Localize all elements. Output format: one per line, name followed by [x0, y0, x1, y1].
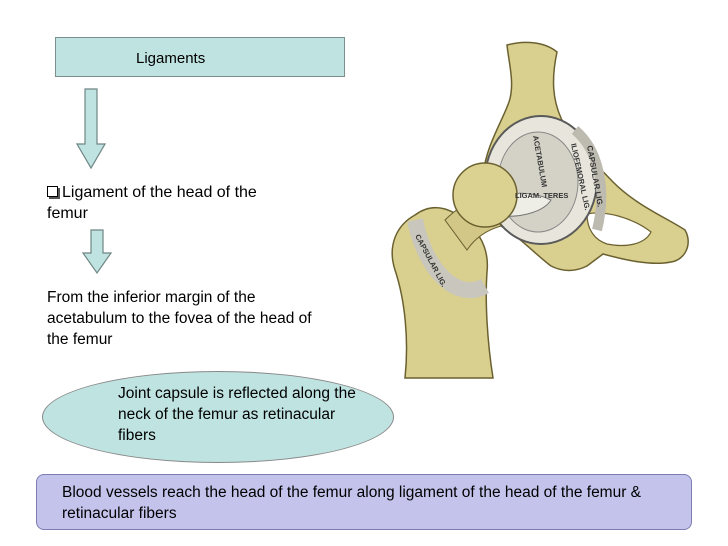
hip-joint-illustration: ACETABULUM ILIOFEMORAL LIG. CAPSULAR LIG… — [391, 41, 689, 379]
capsular-ligament-left — [407, 218, 489, 299]
down-arrow-icon — [76, 88, 106, 170]
blood-supply-note: Blood vessels reach the head of the femu… — [36, 474, 692, 530]
ellipse-text: Joint capsule is reflected along the nec… — [118, 385, 356, 444]
description-text: From the inferior margin of the acetabul… — [47, 289, 312, 348]
ligaments-title-box: Ligaments — [55, 37, 345, 77]
checkbox-bullet-icon — [47, 186, 58, 197]
femoral-head — [452, 162, 518, 228]
ligaments-title-label: Ligaments — [136, 50, 206, 67]
ligam-teres-label: LIGAM. TERES — [515, 191, 568, 200]
note-text: Blood vessels reach the head of the femu… — [62, 484, 642, 522]
bullet-item: Ligament of the head of the femur — [47, 182, 287, 224]
down-arrow-icon — [82, 229, 112, 275]
bullet-text: Ligament of the head of the femur — [47, 184, 257, 222]
retinacular-ellipse — [42, 371, 394, 463]
